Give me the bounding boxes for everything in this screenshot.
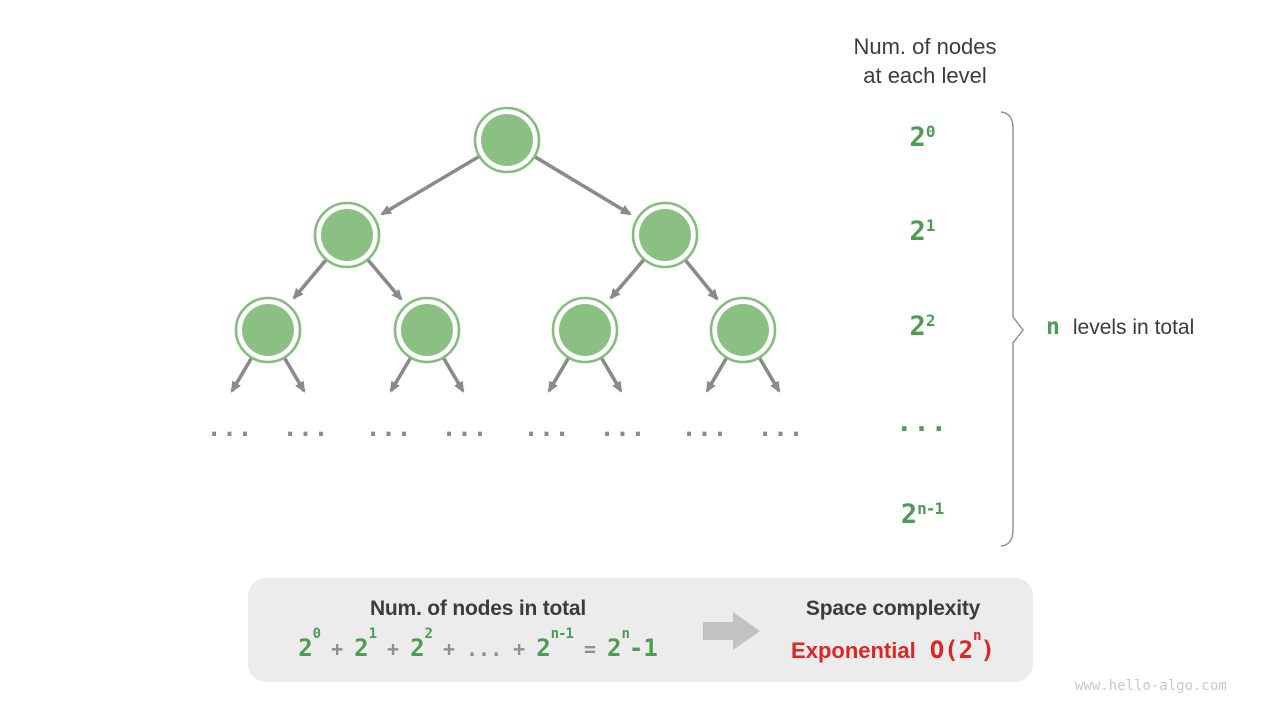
ellipsis: ... bbox=[682, 414, 728, 442]
space-complexity-title: Space complexity bbox=[805, 597, 981, 620]
level-label-2-2: 22 bbox=[909, 311, 936, 342]
brace bbox=[1000, 111, 1024, 547]
complexity-word: Exponential bbox=[791, 638, 916, 663]
tree-node bbox=[313, 201, 381, 269]
plus-operator: + bbox=[513, 637, 526, 661]
formula-term: 22 bbox=[410, 626, 433, 662]
level-label-2-0: 20 bbox=[909, 122, 936, 153]
plus-operator: + bbox=[331, 637, 344, 661]
levels-total-label: n levels in total bbox=[1046, 314, 1194, 340]
big-o-notation: O(2n) bbox=[929, 628, 995, 664]
total-nodes-title: Num. of nodes in total bbox=[369, 597, 587, 620]
right-arrow-icon bbox=[703, 612, 760, 650]
total-nodes-formula: 20 + 21 + 22 + ... + 2n-1 = 2n-1 bbox=[268, 626, 688, 662]
ellipsis: ... bbox=[600, 414, 646, 442]
equals-operator: = bbox=[583, 637, 596, 661]
complexity-result: Exponential O(2n) bbox=[760, 628, 1026, 664]
header-line2: at each level bbox=[863, 63, 987, 88]
plus-operator: + bbox=[442, 637, 456, 661]
ellipsis: ... bbox=[758, 414, 804, 442]
header-line1: Num. of nodes bbox=[853, 34, 997, 59]
ellipsis: ... bbox=[366, 414, 412, 442]
level-label-ellipsis: ... bbox=[896, 407, 948, 438]
level-label-2-1: 21 bbox=[909, 216, 936, 247]
formula-term: 21 bbox=[354, 626, 377, 662]
formula-ellipsis: ... bbox=[466, 637, 503, 661]
formula-term: 20 bbox=[298, 626, 321, 662]
watermark: www.hello-algo.com bbox=[1075, 678, 1227, 694]
ellipsis: ... bbox=[442, 414, 488, 442]
levels-total-text: levels in total bbox=[1072, 316, 1195, 339]
level-count-header: Num. of nodes at each level bbox=[815, 32, 1035, 90]
tree-node-root bbox=[473, 106, 541, 174]
ellipsis: ... bbox=[283, 414, 329, 442]
ellipsis: ... bbox=[524, 414, 570, 442]
tree-node bbox=[631, 201, 699, 269]
ellipsis: ... bbox=[207, 414, 253, 442]
formula-result: 2n-1 bbox=[606, 626, 658, 662]
plus-operator: + bbox=[387, 637, 400, 661]
tree-node bbox=[551, 296, 619, 364]
formula-term: 2n-1 bbox=[536, 626, 574, 662]
level-label-2-n-1: 2n-1 bbox=[900, 499, 944, 530]
tree-node bbox=[709, 296, 777, 364]
tree-node bbox=[393, 296, 461, 364]
summary-box bbox=[248, 578, 1033, 682]
n-variable: n bbox=[1046, 314, 1060, 340]
tree-node bbox=[234, 296, 302, 364]
